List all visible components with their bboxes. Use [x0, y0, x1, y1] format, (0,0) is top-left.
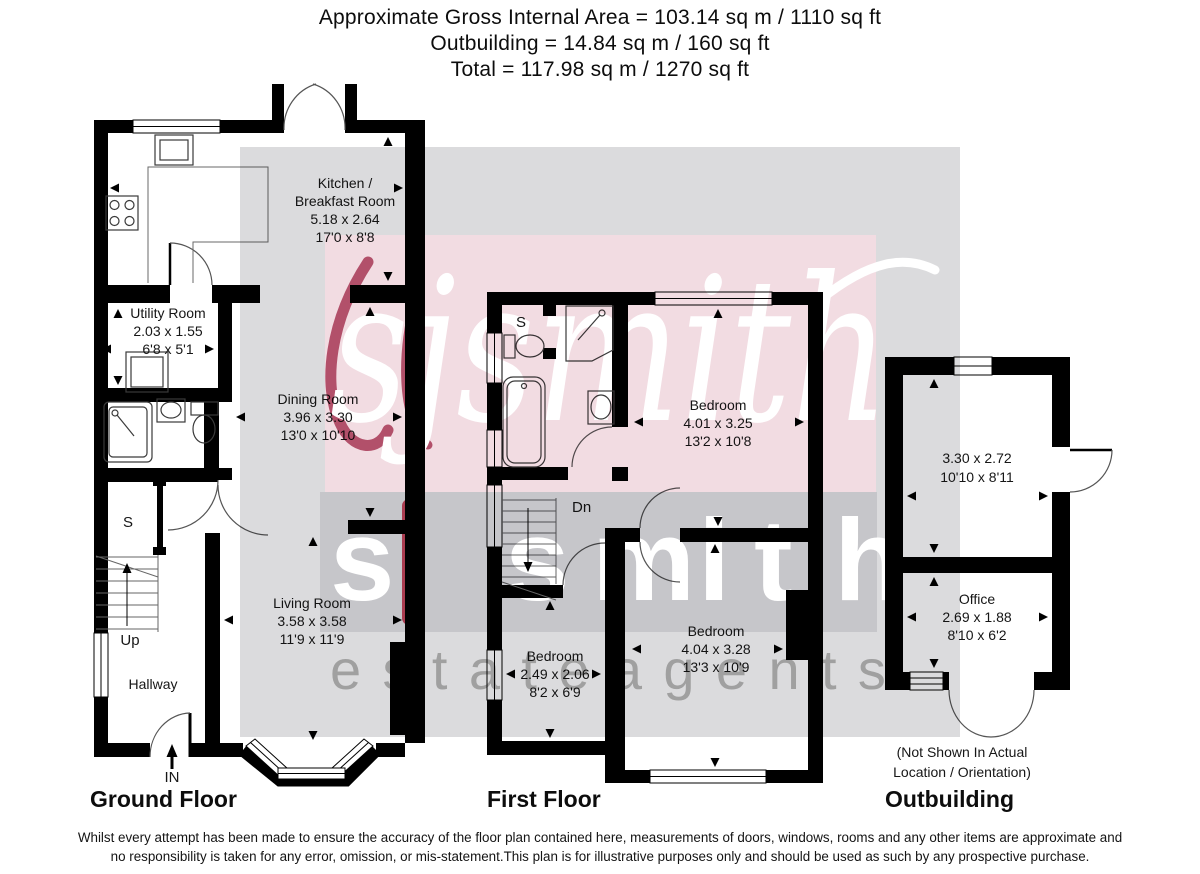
utility-label: Utility Room [130, 305, 205, 321]
dining-dims-ft: 13'0 x 10'10 [281, 427, 356, 443]
stairs-up-label: Up [120, 632, 139, 649]
corner-shower-fixture [565, 305, 614, 362]
living-dims-ft: 11'9 x 11'9 [280, 631, 345, 647]
bedroom1-dims-ft: 13'2 x 10'8 [685, 433, 752, 449]
bedroom2-dims-ft: 13'3 x 10'9 [683, 659, 750, 675]
header-area-line: Approximate Gross Internal Area = 103.14… [318, 6, 882, 29]
kitchen-label: Breakfast Room [295, 193, 395, 209]
toilet-fixture [190, 401, 219, 444]
kitchen-dims-ft: 17'0 x 8'8 [315, 229, 374, 245]
bedroom1-label: Bedroom [690, 397, 747, 413]
stairs-down [501, 498, 557, 601]
first-floor-labels: Bedroom 4.01 x 3.25 13'2 x 10'8 Bedroom … [516, 314, 753, 700]
bathroom-window [486, 332, 503, 384]
ground-floor-doors [149, 83, 346, 758]
utility-dims-m: 2.03 x 1.55 [133, 323, 202, 339]
toilet-fixture [503, 334, 545, 359]
bay-window-front [277, 767, 346, 780]
dining-dims-m: 3.96 x 3.30 [283, 409, 352, 425]
bedroom1-door [639, 487, 681, 529]
living-dims-m: 3.58 x 3.58 [277, 613, 346, 629]
bedroom2-door [639, 541, 681, 583]
outbuilding-note: Location / Orientation) [893, 764, 1031, 780]
bedroom1-dims-m: 4.01 x 3.25 [683, 415, 752, 431]
front-door [149, 712, 192, 758]
french-doors [283, 83, 346, 131]
ground-floor-windows [93, 119, 374, 780]
office-window [909, 671, 944, 691]
store-label: S [123, 514, 133, 531]
store-label: S [516, 314, 526, 331]
bathroom-door [571, 426, 613, 468]
bedroom2-label: Bedroom [688, 623, 745, 639]
office-label: Office [959, 591, 996, 607]
hallway-label: Hallway [128, 676, 177, 692]
kitchen-dims-m: 5.18 x 2.64 [310, 211, 379, 227]
entrance-arrow [166, 744, 178, 769]
first-floor-plan: Bedroom 4.01 x 3.25 13'2 x 10'8 Bedroom … [486, 291, 823, 784]
shower-fixture [103, 401, 153, 463]
bathroom-window-2 [486, 429, 503, 468]
kitchen-window [132, 119, 221, 134]
outbuilding-title: Outbuilding [885, 786, 1015, 812]
ground-floor-fixtures [95, 134, 269, 632]
bedroom3-window [486, 649, 503, 701]
header-total-line: Total = 117.98 sq m / 1270 sq ft [450, 58, 750, 81]
bedroom3-dims-ft: 8'2 x 6'9 [529, 684, 580, 700]
kitchen-sink-fixture [154, 134, 194, 166]
dining-label: Dining Room [278, 391, 359, 407]
kitchen-label: Kitchen / [318, 175, 373, 191]
entrance-label: IN [165, 769, 180, 786]
ground-floor-title: Ground Floor [90, 786, 237, 812]
stairs-up [95, 555, 159, 632]
bedroom2-window [649, 769, 767, 784]
ground-floor-walls [94, 84, 425, 757]
office-dims-ft: 8'10 x 6'2 [947, 627, 1006, 643]
outbuilding-room-dims-ft: 10'10 x 8'11 [940, 469, 1014, 485]
signature-flourish [815, 257, 940, 305]
bedroom3-label: Bedroom [527, 648, 584, 664]
washer-fixture [125, 351, 169, 393]
outbuilding-plan: 3.30 x 2.72 10'10 x 8'11 Office 2.69 x 1… [885, 356, 1113, 780]
outbuilding-doors [948, 448, 1113, 738]
kitchen-utility-door [168, 242, 213, 286]
office-french-doors [948, 689, 1035, 738]
living-label: Living Room [273, 595, 351, 611]
landing-window [486, 484, 503, 548]
outbuilding-note: (Not Shown In Actual [897, 744, 1028, 760]
outbuilding-side-door [1069, 448, 1113, 493]
hob-fixture [105, 195, 139, 231]
bedroom3-door [562, 542, 606, 586]
first-floor-walls [487, 292, 823, 783]
outbuilding-room-dims-m: 3.30 x 2.72 [942, 450, 1011, 466]
bedroom2-dims-m: 4.04 x 3.28 [681, 641, 750, 657]
basin-fixture [587, 390, 615, 425]
first-floor-title: First Floor [487, 786, 601, 812]
utility-dims-ft: 6'8 x 5'1 [142, 341, 193, 357]
hall-living-double-doors [167, 479, 269, 536]
bath-fixture [502, 376, 546, 468]
office-dims-m: 2.69 x 1.88 [942, 609, 1011, 625]
header-outbuilding-line: Outbuilding = 14.84 sq m / 160 sq ft [430, 32, 770, 55]
stairs-down-label: Dn [572, 499, 591, 516]
disclaimer-text: Whilst every attempt has been made to en… [77, 830, 1123, 845]
outbuilding-top-window [953, 356, 993, 376]
disclaimer-text: no responsibility is taken for any error… [110, 849, 1090, 864]
basin-fixture [156, 398, 186, 423]
bay-window-wall [238, 744, 381, 787]
first-floor-fixtures [501, 305, 615, 601]
hallway-window [93, 632, 109, 698]
bedroom1-window [654, 291, 773, 306]
bedroom3-dims-m: 2.49 x 2.06 [520, 666, 589, 682]
